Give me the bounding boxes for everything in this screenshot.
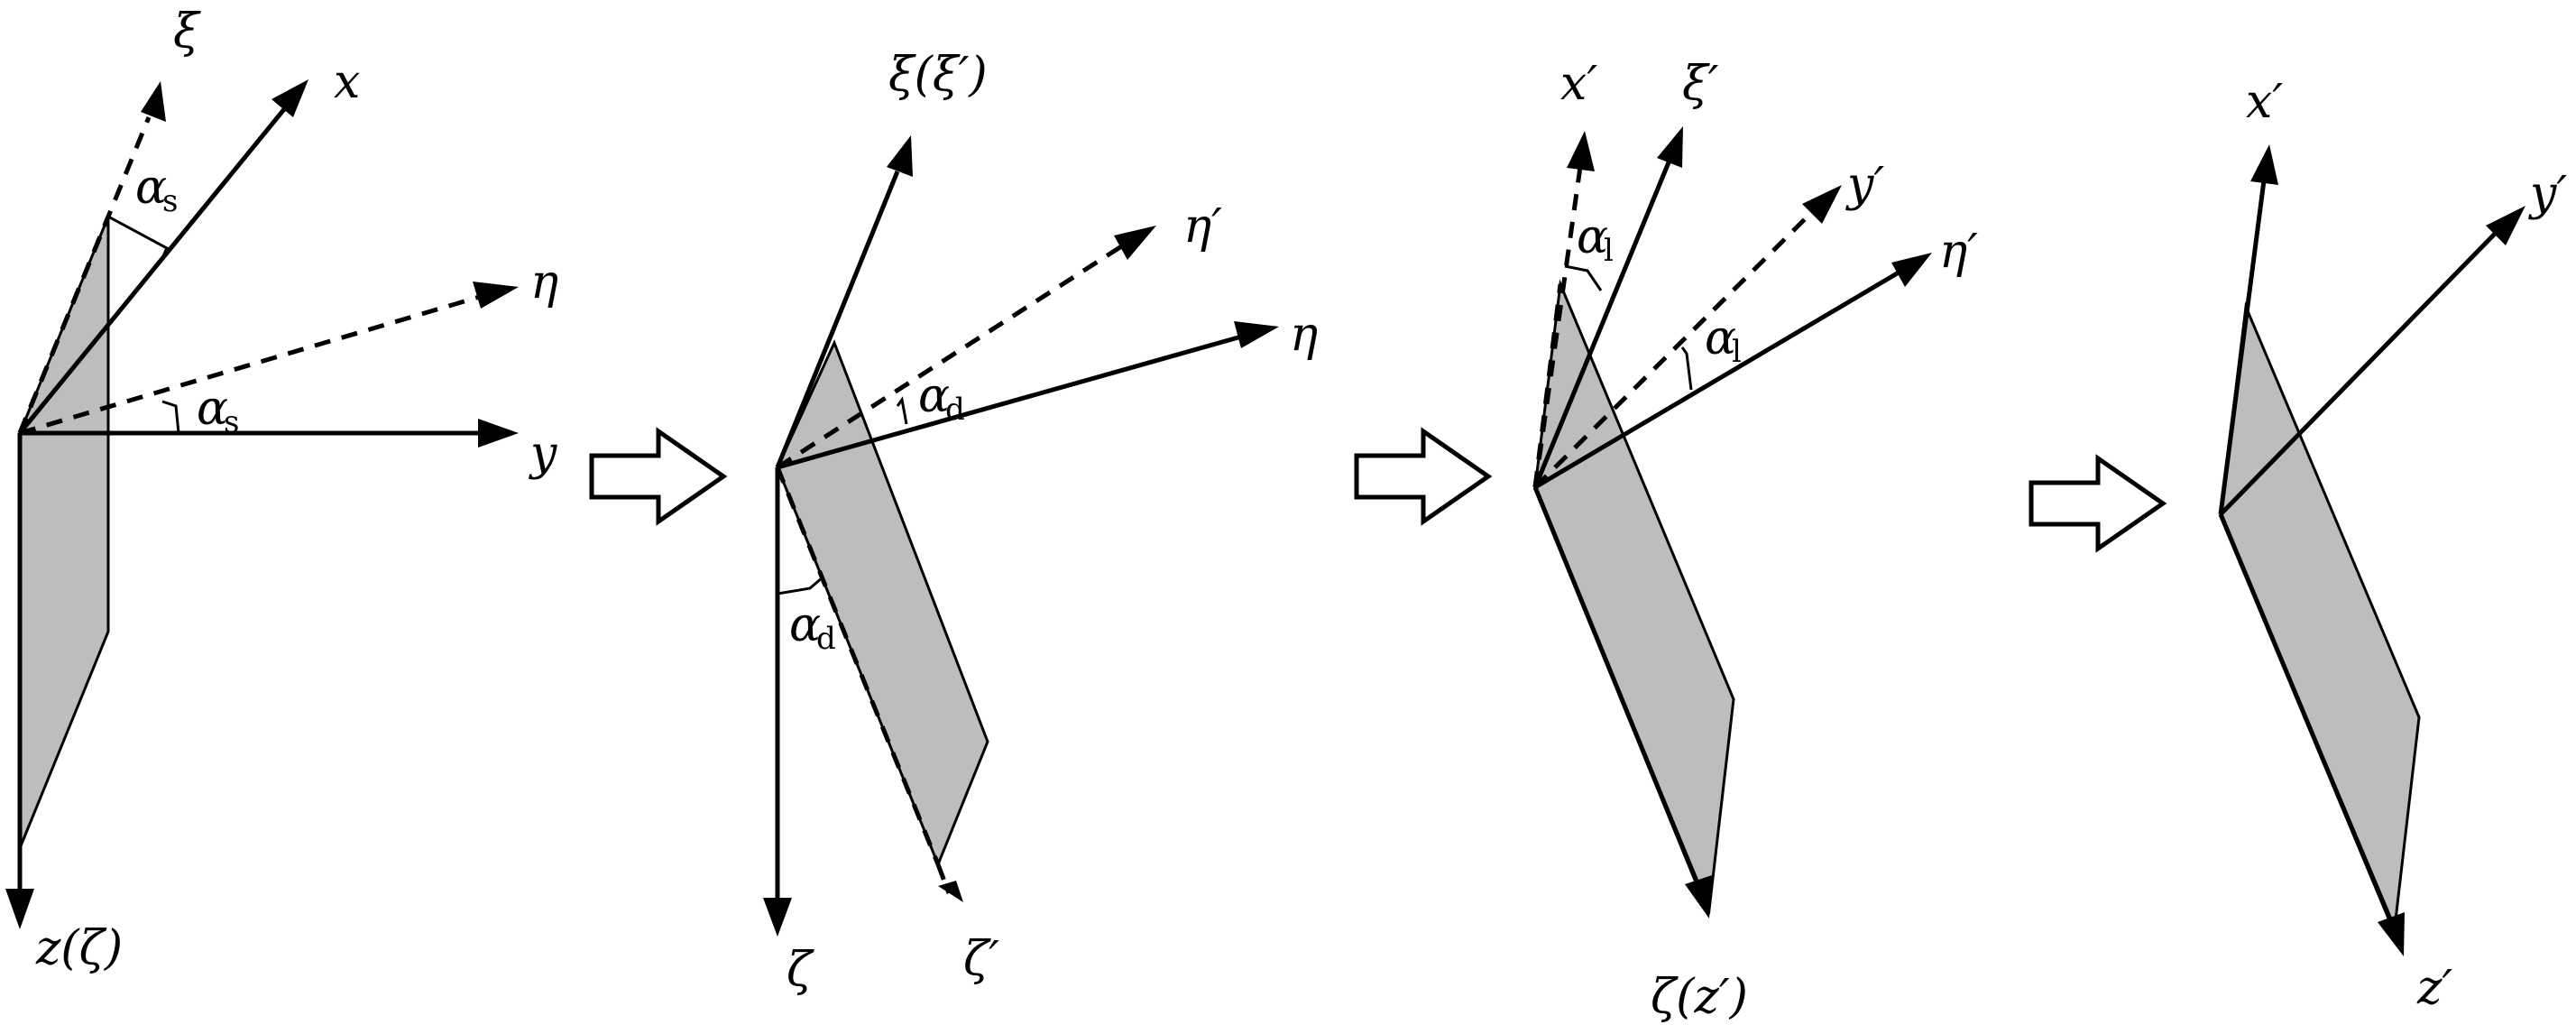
- z-label-1: z(ζ): [35, 921, 123, 975]
- xi-arrowhead-1: [141, 81, 166, 122]
- angle-mark-left-2: [777, 576, 823, 595]
- eta-prime-axis-3: [1533, 270, 1900, 490]
- eta-arrowhead-1: [473, 282, 519, 309]
- y-label-1: y: [529, 427, 557, 481]
- xi-label-1: ξ: [173, 5, 201, 59]
- x-prime-axis-4: [2218, 180, 2267, 515]
- fault-plane-3: [1533, 279, 1735, 915]
- eta-prime-axis-2: [776, 243, 1125, 470]
- angle-mark-right-2: [896, 396, 908, 425]
- xi-prime-label-3: ξ′: [1682, 57, 1719, 111]
- eta-prime-label-3: η′: [1939, 225, 1978, 279]
- alpha-mid-label-1: α: [197, 382, 228, 436]
- alpha-right-sub-2: d: [945, 392, 965, 428]
- eta-label-1: η: [530, 255, 558, 309]
- alpha-right-label-2: α: [918, 369, 950, 423]
- panel-4: x′ y′ z′: [2218, 75, 2567, 1015]
- x-prime-label-4: x′: [2246, 75, 2283, 129]
- angle-mark-mid-1: [161, 400, 180, 434]
- zeta-prime-axis-2: [935, 863, 952, 894]
- panel-2: ξ(ξ′) η′ η ζ ζ′ α d α d: [763, 48, 1318, 997]
- xi-prime-arrowhead-3: [1657, 126, 1683, 168]
- xi-arrowhead-2: [887, 135, 913, 177]
- y-prime-axis-4: [2219, 228, 2500, 516]
- y-prime-label-4: y′: [2528, 167, 2567, 221]
- angle-mark-top-3: [1564, 264, 1603, 291]
- y-arrowhead-1: [478, 419, 519, 448]
- xi-axis-1: [17, 116, 152, 434]
- zeta-label-3: ζ(z′): [1651, 970, 1748, 1024]
- panel-3: x′ ξ′ y′ η′ ζ(z′) α l α l: [1532, 57, 1978, 1024]
- x-label-1: x: [334, 55, 360, 109]
- zeta-prime-arrowhead-2: [938, 881, 963, 902]
- z-prime-label-4: z′: [2416, 961, 2452, 1015]
- zeta-prime-label-2: ζ′: [963, 932, 999, 986]
- y-prime-axis-3: [1533, 208, 1817, 489]
- alpha-mid-label-3: α: [1705, 311, 1736, 365]
- xi-prime-axis-3: [1532, 162, 1671, 488]
- fault-plane-1: [18, 216, 110, 849]
- eta-label-2: η: [1290, 308, 1318, 362]
- x-arrowhead-1: [271, 79, 308, 117]
- panel-1: ξ x η y z(ζ) α s α s: [5, 5, 558, 975]
- angle-mark-mid-3: [1680, 346, 1693, 391]
- zeta-arrowhead-2: [763, 898, 792, 937]
- eta-axis-2: [777, 333, 1246, 470]
- zeta-arrowhead-3: [1685, 875, 1712, 919]
- alpha-top-label-1: α: [135, 161, 167, 215]
- xi-axis-2: [775, 171, 900, 468]
- xi-label-2: ξ(ξ′): [888, 48, 988, 102]
- transition-arrow-2: [1354, 427, 1493, 526]
- transition-arrow-1: [589, 427, 728, 526]
- y-prime-label-3: y′: [1845, 158, 1884, 212]
- fault-plane-4: [2219, 301, 2421, 933]
- x-prime-label-3: x′: [1560, 57, 1597, 111]
- alpha-left-sub-2: d: [816, 621, 836, 657]
- z-prime-axis-4: [2218, 513, 2393, 921]
- z-arrowhead-1: [5, 889, 34, 929]
- alpha-mid-sub-3: l: [1732, 334, 1742, 370]
- z-prime-arrowhead-4: [2378, 912, 2405, 956]
- alpha-top-label-3: α: [1577, 210, 1608, 264]
- eta-prime-arrowhead-3: [1891, 253, 1932, 287]
- y-prime-arrowhead-4: [2486, 206, 2525, 245]
- eta-arrowhead-2: [1234, 321, 1279, 348]
- alpha-mid-sub-1: s: [224, 404, 239, 440]
- y-prime-arrowhead-3: [1802, 185, 1842, 224]
- eta-axis-1: [19, 293, 483, 436]
- zeta-axis-3: [1532, 486, 1700, 885]
- eta-prime-label-2: η′: [1183, 199, 1222, 254]
- eta-prime-arrowhead-2: [1114, 226, 1156, 260]
- alpha-left-label-2: α: [789, 598, 821, 652]
- x-prime-arrowhead-4: [2250, 144, 2278, 185]
- zeta-label-2: ζ: [787, 943, 814, 997]
- alpha-top-sub-1: s: [162, 183, 178, 219]
- x-axis-1: [18, 102, 290, 435]
- transition-arrow-3: [2029, 454, 2167, 553]
- angle-mark-top-1: [107, 215, 169, 263]
- plane-edge-dashed-2: [775, 466, 941, 865]
- x-prime-arrowhead-3: [1567, 131, 1595, 171]
- alpha-top-sub-3: l: [1604, 233, 1614, 269]
